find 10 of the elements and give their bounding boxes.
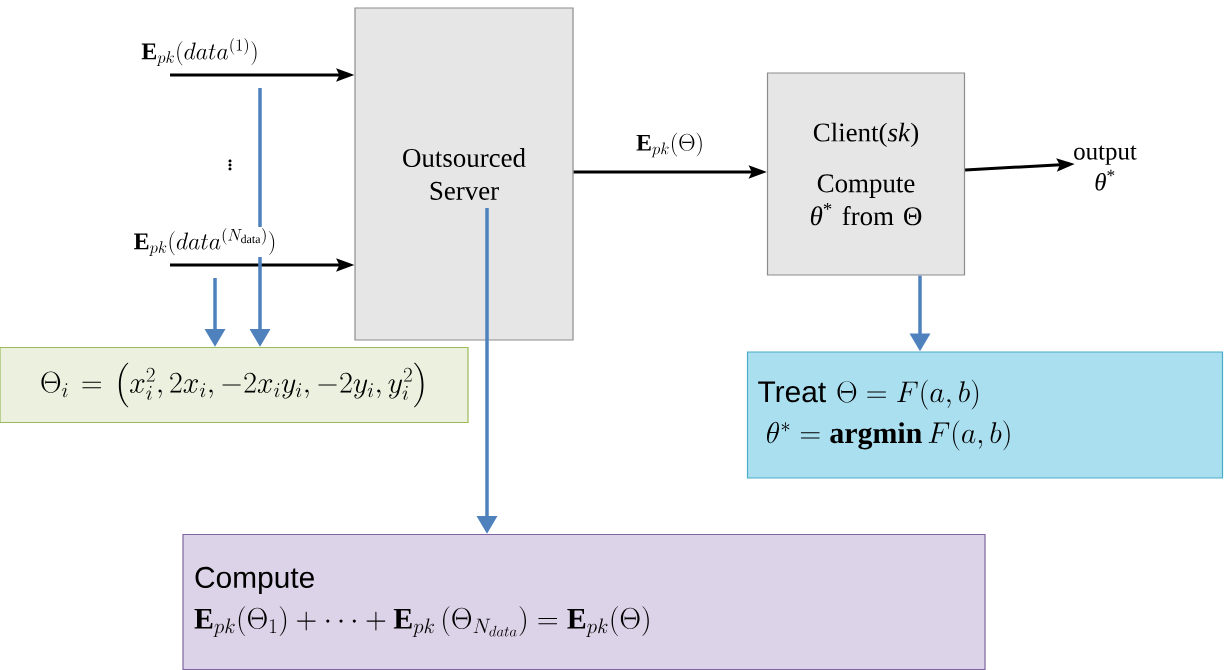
formula-box: $\Theta_i = \left(x_i^2, 2x_i, -2x_i y_i, -2y_i, y_i^2\right)$ [0, 346, 469, 424]
server-box: Outsourced Server [354, 7, 574, 341]
edge-label: $\mathbf{E}_{pk}(data^{(N_{\mathrm{data}})})$ [132, 226, 278, 258]
edge-label: $\mathbf{E}_{pk}(data^{(1)})$ [140, 36, 260, 68]
edge-label: $\mathbf{E}_{pk}(\Theta)$ [635, 131, 705, 159]
compute-box: Compute $\mathbf{E}_{pk}(\Theta_1)+\cdots+\mathbf{E}_{pk}\left(\Theta_{N_{data}}\right)=\mathbf{E}_{pk}(\Theta)$ [182, 533, 986, 670]
ellipsis: $\vdots$ [228, 159, 232, 171]
formula-box: $\text{Treat }\Theta = F(a,b)$ $\;\theta^* = \mathbf{argmin}\,F(a,b)$ [746, 351, 1224, 479]
client-box: Client(sk) Compute θ$^{*}$ from Θ [766, 72, 966, 276]
output-text: output θ$^{*}$ [1074, 145, 1137, 191]
